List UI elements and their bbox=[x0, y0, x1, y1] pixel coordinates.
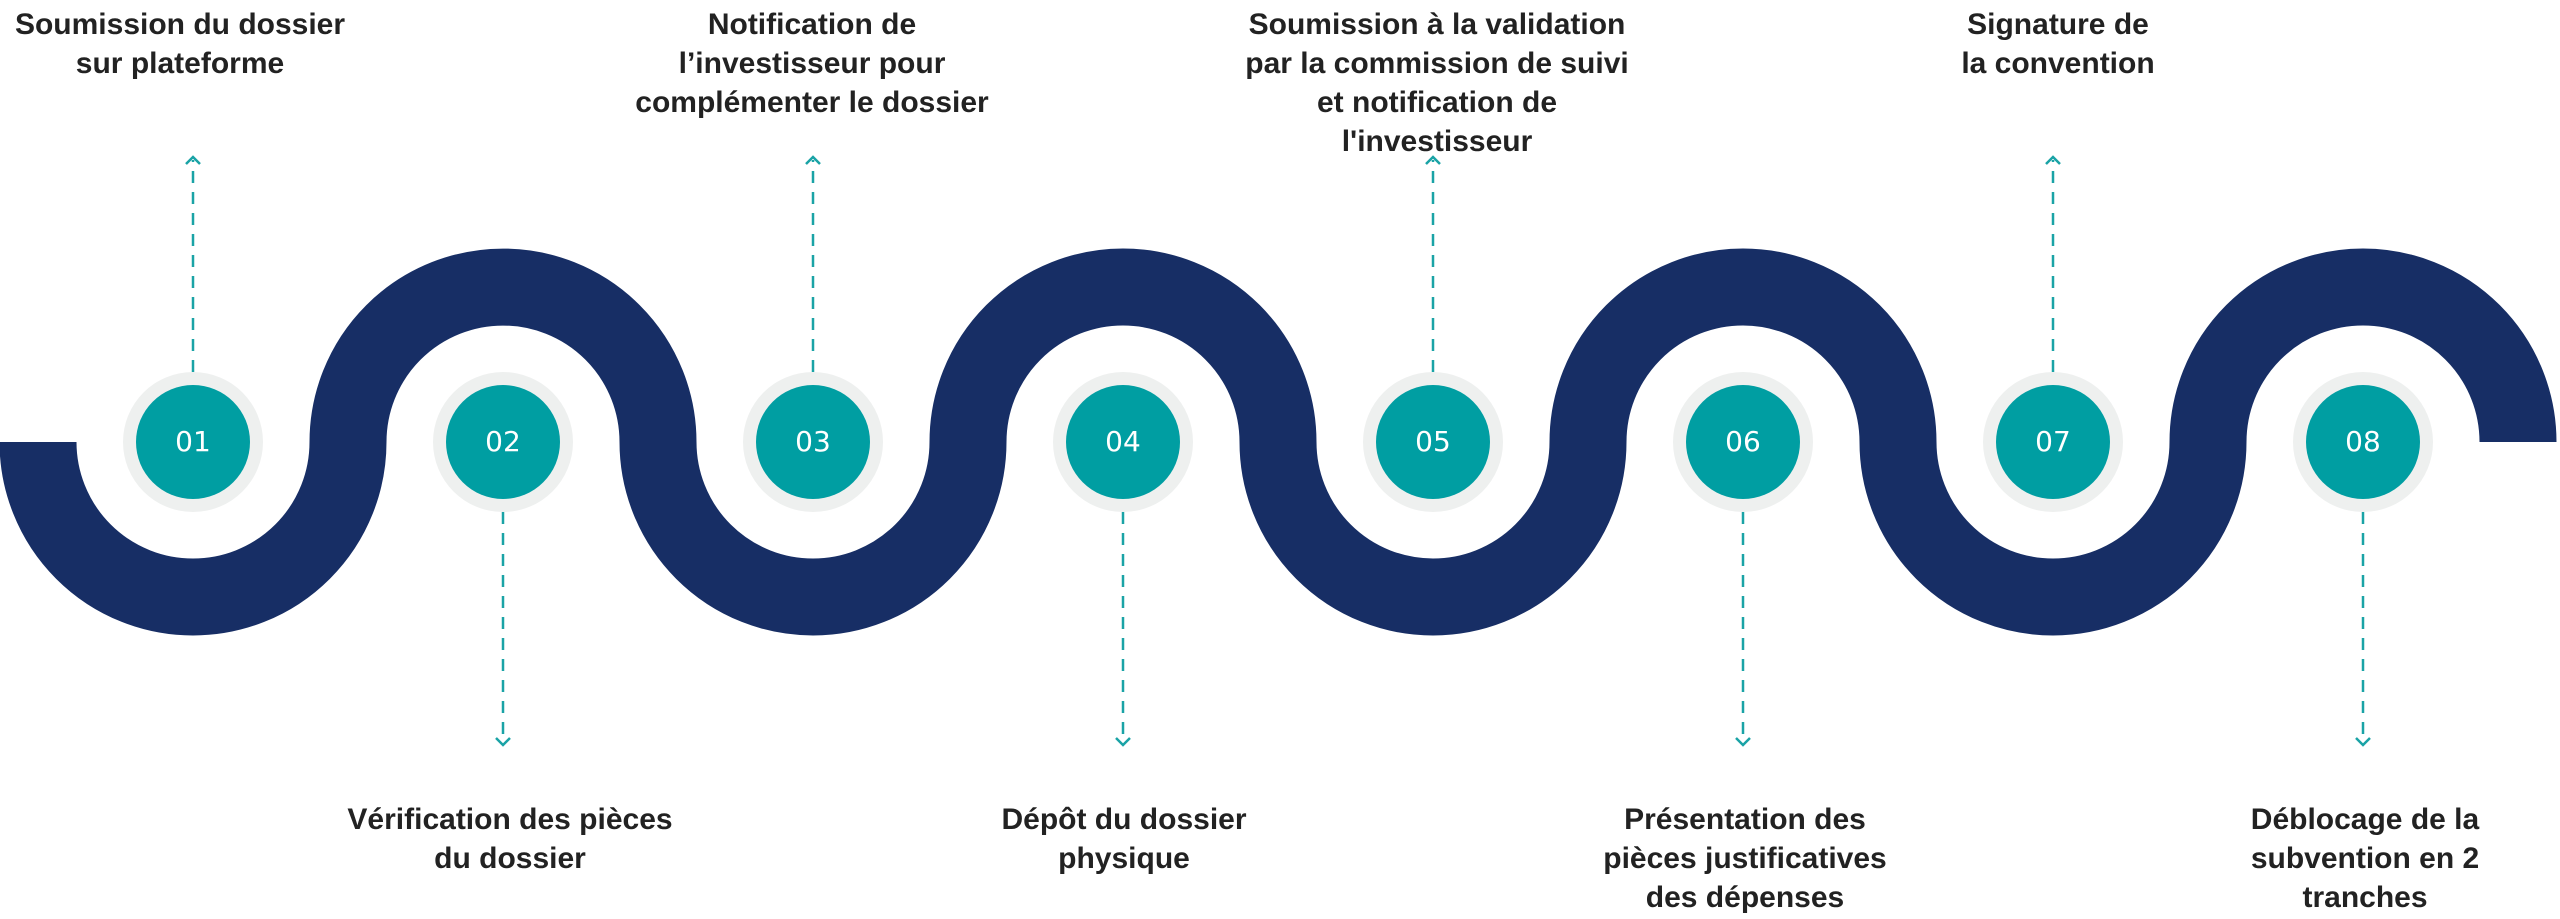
wave-band bbox=[0, 248, 2557, 636]
label-line: physique bbox=[1058, 842, 1190, 875]
step-number: 04 bbox=[1105, 425, 1141, 458]
label-line: Vérification des pièces bbox=[347, 803, 673, 836]
label-line: complémenter le dossier bbox=[635, 86, 989, 119]
label-line: du dossier bbox=[434, 842, 586, 875]
label-line: Présentation des bbox=[1624, 803, 1866, 836]
label-line: et notification de bbox=[1317, 86, 1557, 119]
label-line: par la commission de suivi bbox=[1245, 47, 1629, 80]
step-circle bbox=[446, 385, 560, 499]
label-line: tranches bbox=[2302, 881, 2428, 914]
label-line: l’investisseur pour bbox=[678, 47, 946, 80]
step-circle bbox=[1066, 385, 1180, 499]
step-circle bbox=[1376, 385, 1490, 499]
arrow-down-icon bbox=[1735, 737, 1751, 747]
arrow-down-icon bbox=[1115, 737, 1131, 747]
arrow-up-icon bbox=[185, 155, 201, 165]
label-line: Soumission du dossier bbox=[14, 8, 346, 41]
step-06-label: Présentation des pièces justificatives des… bbox=[1465, 800, 2025, 917]
step-number: 08 bbox=[2345, 425, 2381, 458]
step-07-label: Signature de la convention bbox=[1778, 5, 2338, 83]
arrow-down-icon bbox=[495, 737, 511, 747]
label-line: sur plateforme bbox=[75, 47, 285, 80]
arrow-up-icon bbox=[2045, 155, 2061, 165]
step-03-label: Notification de l’investisseur pour complé… bbox=[532, 5, 1092, 122]
step-number: 07 bbox=[2035, 425, 2071, 458]
arrow-down-icon bbox=[2355, 737, 2371, 747]
arrow-up-icon bbox=[1425, 155, 1441, 165]
step-number: 01 bbox=[175, 425, 211, 458]
step-circle bbox=[756, 385, 870, 499]
label-line: Signature de bbox=[1967, 8, 2149, 41]
step-circle bbox=[1686, 385, 1800, 499]
label-line: Déblocage de la bbox=[2250, 803, 2480, 836]
label-line: la convention bbox=[1961, 47, 2155, 80]
label-line: subvention en 2 bbox=[2250, 842, 2480, 875]
label-line: l'investisseur bbox=[1341, 125, 1533, 158]
step-08-label: Déblocage de la subvention en 2 tranches bbox=[2085, 800, 2560, 917]
arrow-up-icon bbox=[805, 155, 821, 165]
step-circle bbox=[136, 385, 250, 499]
step-circle bbox=[2306, 385, 2420, 499]
step-02-label: Vérification des pièces du dossier bbox=[230, 800, 790, 878]
label-line: des dépenses bbox=[1645, 881, 1845, 914]
label-line: pièces justificatives bbox=[1603, 842, 1887, 875]
step-number: 02 bbox=[485, 425, 521, 458]
step-04-label: Dépôt du dossier physique bbox=[844, 800, 1404, 878]
label-line: Dépôt du dossier bbox=[1001, 803, 1247, 836]
step-01-label: Soumission du dossier sur plateforme bbox=[0, 5, 460, 83]
step-05-label: Soumission à la validation par la commiss… bbox=[1157, 5, 1717, 161]
label-line: Soumission à la validation bbox=[1248, 8, 1626, 41]
step-number: 03 bbox=[795, 425, 831, 458]
step-number: 05 bbox=[1415, 425, 1451, 458]
step-circle bbox=[1996, 385, 2110, 499]
label-line: Notification de bbox=[707, 8, 917, 41]
step-number: 06 bbox=[1725, 425, 1761, 458]
